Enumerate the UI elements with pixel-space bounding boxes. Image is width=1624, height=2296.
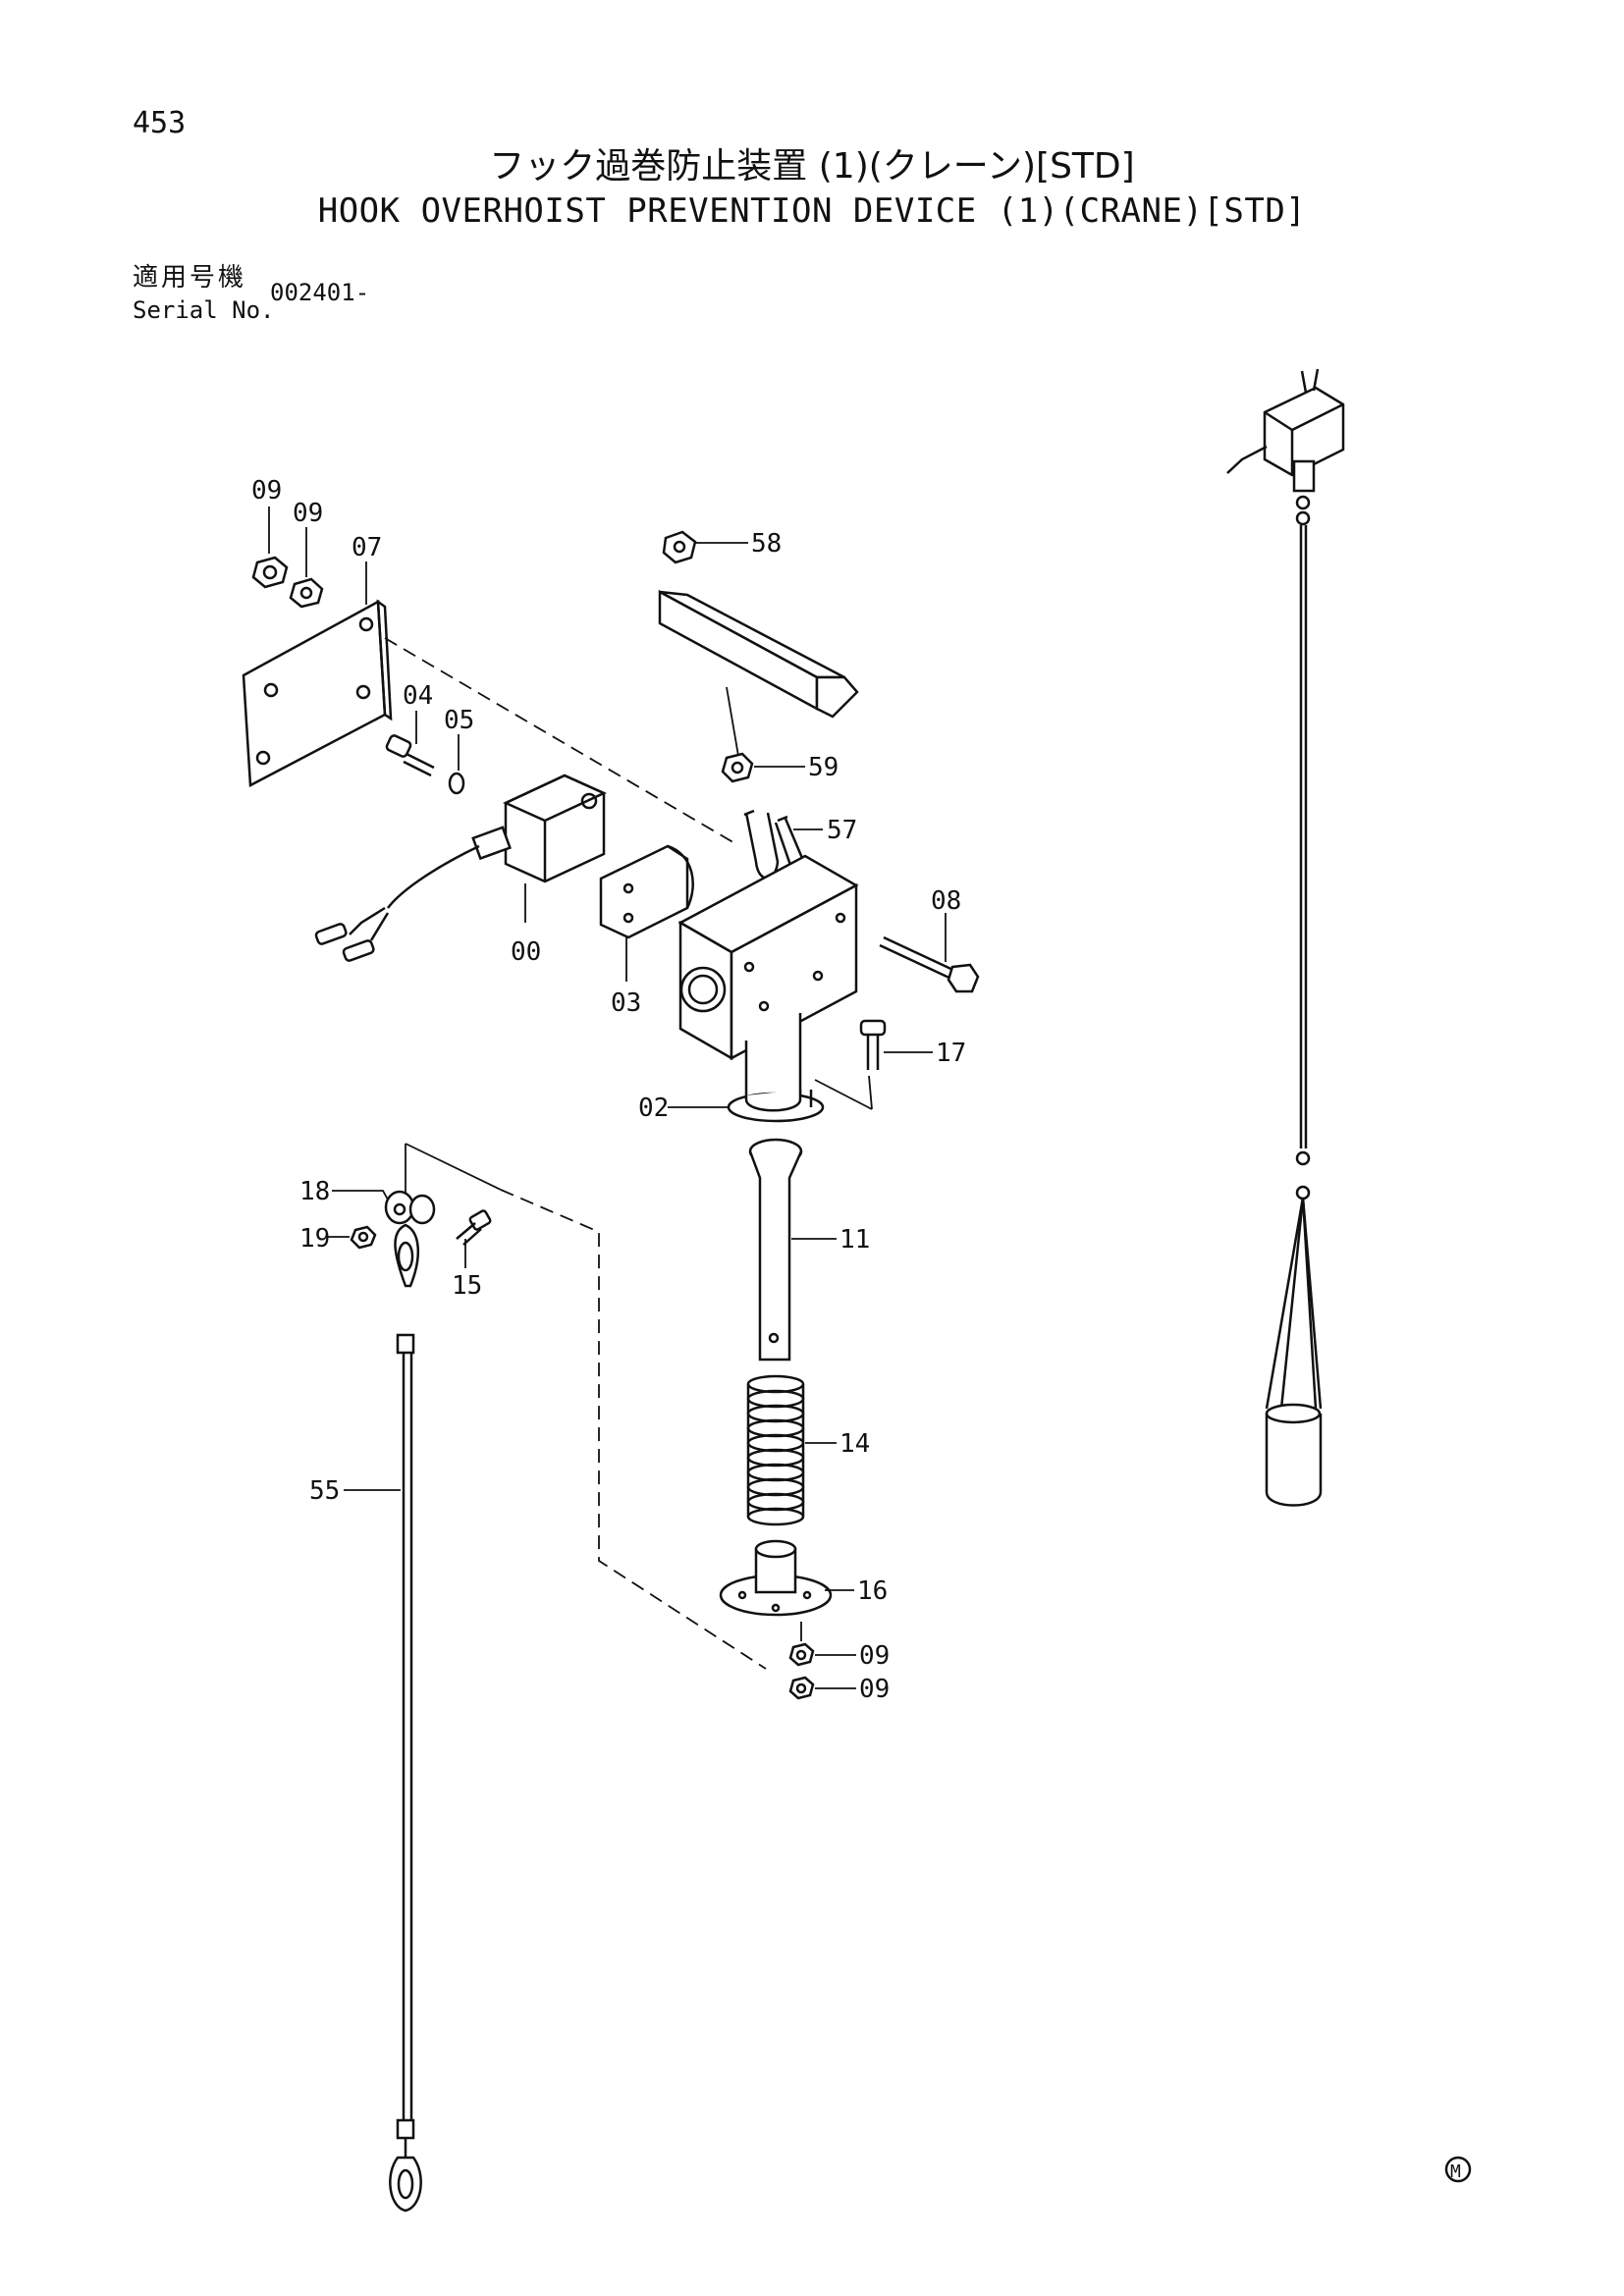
- bolt-08: [879, 935, 980, 993]
- callout-09-a: 09: [251, 476, 282, 506]
- callout-09-d: 09: [859, 1675, 890, 1704]
- spring-14: [746, 1374, 805, 1526]
- bracket-block: [677, 854, 859, 1061]
- callout-00: 00: [511, 937, 541, 967]
- nut-09-top-2: [289, 577, 324, 609]
- serial-number-value: 002401-: [270, 279, 370, 306]
- callout-55: 55: [309, 1476, 340, 1506]
- callout-59: 59: [808, 753, 839, 782]
- angle-guard: [658, 589, 859, 719]
- callout-16: 16: [857, 1576, 888, 1606]
- callout-03: 03: [611, 988, 641, 1018]
- bolt-15: [456, 1209, 492, 1246]
- serial-label-japanese: 適用号機: [133, 263, 247, 293]
- limit-switch-00: [314, 774, 608, 962]
- callout-09-c: 09: [859, 1641, 890, 1671]
- rod-11: [748, 1138, 803, 1362]
- plate-07: [242, 599, 393, 788]
- nut-09-bottom-2: [788, 1676, 815, 1700]
- bolt-04: [385, 734, 435, 777]
- nut-09-top-1: [251, 556, 289, 589]
- callout-08: 08: [931, 886, 961, 916]
- callout-58: 58: [751, 529, 782, 559]
- callout-11: 11: [839, 1225, 870, 1255]
- overview-illustration: [1226, 368, 1345, 1507]
- callout-09-b: 09: [293, 499, 323, 528]
- cover-03: [599, 844, 694, 939]
- title-english: HOOK OVERHOIST PREVENTION DEVICE (1)(CRA…: [317, 191, 1307, 231]
- nut-59: [721, 752, 754, 783]
- page-number: 453: [133, 106, 187, 140]
- callout-18: 18: [299, 1177, 330, 1206]
- callout-05: 05: [444, 706, 474, 735]
- washer-05: [448, 772, 465, 795]
- nut-09-bottom-1: [788, 1642, 815, 1667]
- title-japanese: フック過巻防止装置 (1)(クレーン)[STD]: [489, 146, 1135, 187]
- callout-17: 17: [936, 1039, 966, 1068]
- flange-16: [719, 1539, 833, 1617]
- callout-07: 07: [352, 533, 382, 562]
- callout-15: 15: [452, 1271, 482, 1301]
- bolt-17: [859, 1019, 887, 1110]
- callout-02: 02: [638, 1094, 669, 1123]
- callout-19: 19: [299, 1224, 330, 1254]
- clip-18: [384, 1190, 436, 1225]
- nut-19: [350, 1225, 377, 1250]
- callout-14: 14: [839, 1429, 870, 1459]
- callout-04: 04: [403, 681, 433, 711]
- serial-label: Serial No.: [133, 296, 275, 324]
- svg-text:M: M: [1450, 2162, 1461, 2182]
- wire-rope-55: [389, 1223, 422, 2213]
- callout-57: 57: [827, 816, 857, 845]
- nut-58: [662, 530, 697, 564]
- trademark-m-mark: M: [1444, 2156, 1472, 2183]
